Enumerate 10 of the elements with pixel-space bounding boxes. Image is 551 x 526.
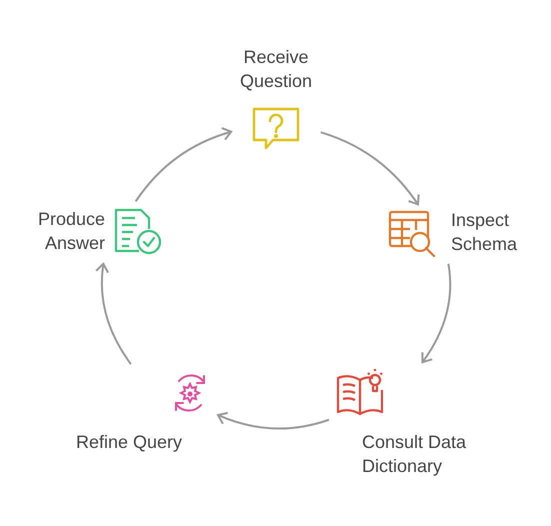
arrow: [134, 127, 232, 202]
step-label: Inspect Schema: [451, 209, 518, 256]
step-label: Consult Data Dictionary: [362, 431, 468, 478]
step-label: Refine Query: [76, 431, 184, 454]
step-label: Receive Question: [238, 46, 314, 93]
arrow: [421, 264, 452, 364]
arrow: [217, 412, 330, 430]
arrow: [320, 131, 420, 206]
step-label: Produce Answer: [36, 208, 105, 255]
arrow: [95, 262, 132, 365]
